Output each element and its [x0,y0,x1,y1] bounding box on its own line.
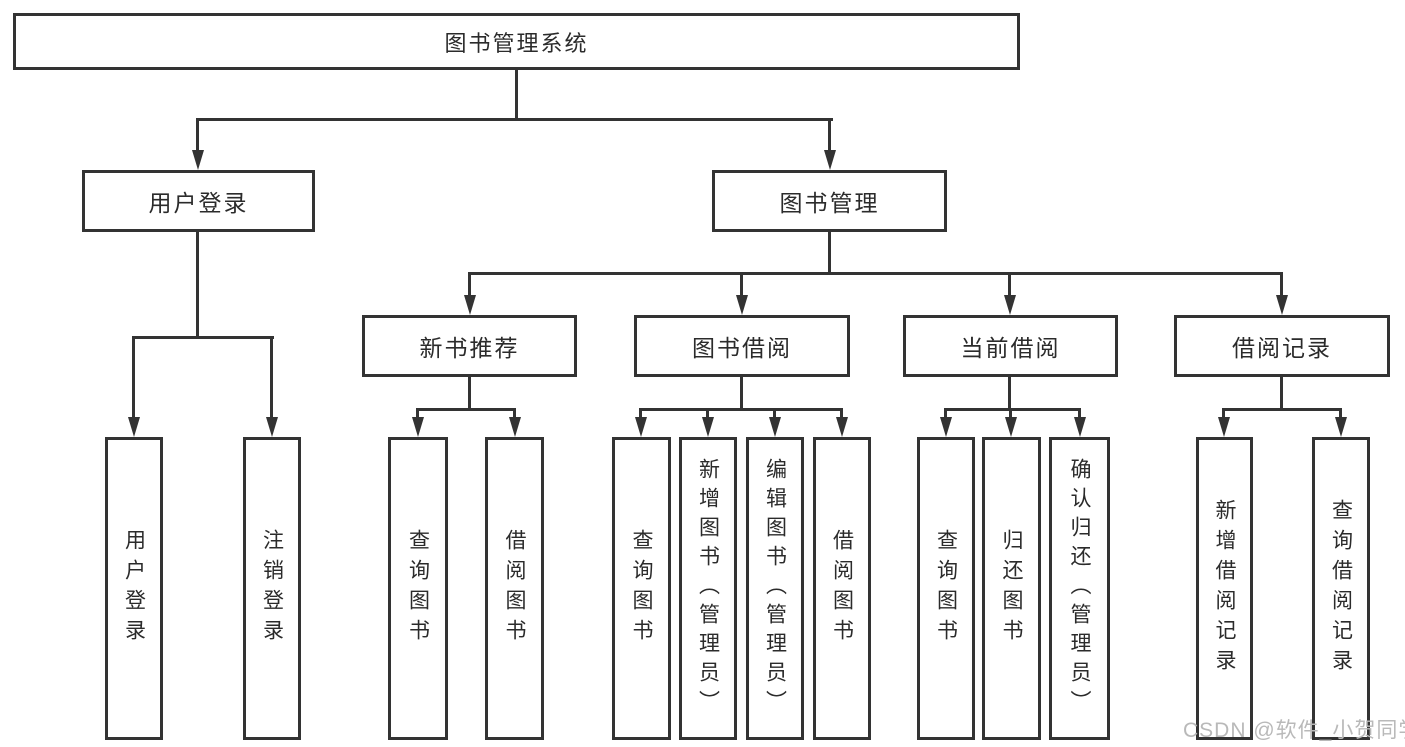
node-current-borrow: 当前借阅 [903,315,1118,377]
leaf-confirm-return-admin-label: 确认归还（管理员） [1068,458,1091,719]
node-user-login: 用户登录 [82,170,315,232]
leaf-query-books-recommend-label: 查询图书 [406,528,430,649]
node-book-management: 图书管理 [712,170,947,232]
connector-line [197,118,833,121]
arrowhead-icon [702,417,714,437]
node-book-borrow: 图书借阅 [634,315,850,377]
connector-line [706,408,709,419]
leaf-user-login-label: 用户登录 [122,528,146,649]
leaf-return-book: 归还图书 [982,437,1041,740]
arrowhead-icon [1004,295,1016,315]
leaf-borrow-books-recommend: 借阅图书 [485,437,544,740]
arrowhead-icon [1335,417,1347,437]
leaf-edit-book-admin-label: 编辑图书（管理员） [763,458,787,719]
connector-line [468,377,471,410]
leaf-edit-book-admin: 编辑图书（管理员） [746,437,804,740]
leaf-query-books-current: 查询图书 [917,437,975,740]
arrowhead-icon [464,295,476,315]
connector-line [1008,377,1011,410]
connector-line [740,272,743,297]
node-borrow-records-label: 借阅记录 [1232,335,1332,361]
connector-line [133,336,274,339]
connector-line [132,336,135,417]
node-book-borrow-label: 图书借阅 [692,335,792,361]
csdn-watermark: CSDN @软件_小贺同学 [1183,719,1405,742]
leaf-logout: 注销登录 [243,437,301,740]
connector-line [513,408,516,419]
connector-line [828,232,831,275]
arrowhead-icon [736,295,748,315]
arrowhead-icon [192,150,204,170]
leaf-query-books-borrow: 查询图书 [612,437,671,740]
connector-line [1280,377,1283,410]
connector-line [944,408,947,419]
connector-line [416,408,419,419]
connector-line [740,377,743,410]
node-new-book-recommend-label: 新书推荐 [419,335,520,361]
leaf-user-login: 用户登录 [105,437,163,740]
arrowhead-icon [836,417,848,437]
connector-line [773,408,776,419]
connector-line [840,408,843,419]
leaf-query-books-current-label: 查询图书 [934,528,958,649]
connector-line [468,272,471,297]
leaf-confirm-return-admin: 确认归还（管理员） [1049,437,1110,740]
connector-line [1008,272,1011,297]
arrowhead-icon [266,417,278,437]
arrowhead-icon [635,417,647,437]
connector-line [515,70,518,121]
connector-line [1009,408,1012,419]
arrowhead-icon [1218,417,1230,437]
leaf-add-book-admin: 新增图书（管理员） [679,437,737,740]
node-book-management-label: 图书管理 [779,190,880,216]
connector-line [945,408,1081,411]
node-root: 图书管理系统 [13,13,1020,70]
leaf-add-borrow-record: 新增借阅记录 [1196,437,1253,740]
connector-line [469,272,1283,275]
arrowhead-icon [940,417,952,437]
arrowhead-icon [824,150,836,170]
arrowhead-icon [412,417,424,437]
leaf-add-borrow-record-label: 新增借阅记录 [1213,498,1236,679]
connector-line [1339,408,1342,419]
connector-line [196,118,199,152]
leaf-query-borrow-record-label: 查询借阅记录 [1329,498,1353,679]
connector-line [417,408,516,411]
connector-line [828,118,831,152]
leaf-borrow-books-label: 借阅图书 [830,528,854,649]
node-current-borrow-label: 当前借阅 [960,335,1061,361]
leaf-query-borrow-record: 查询借阅记录 [1312,437,1370,740]
leaf-query-books-recommend: 查询图书 [388,437,448,740]
arrowhead-icon [1074,417,1086,437]
leaf-logout-label: 注销登录 [260,528,284,649]
connector-line [1223,408,1342,411]
arrowhead-icon [128,417,140,437]
arrowhead-icon [1005,417,1017,437]
arrowhead-icon [769,417,781,437]
node-new-book-recommend: 新书推荐 [362,315,577,377]
leaf-borrow-books-recommend-label: 借阅图书 [503,528,526,649]
node-user-login-label: 用户登录 [148,190,249,216]
leaf-query-books-borrow-label: 查询图书 [630,528,653,649]
connector-line [639,408,642,419]
node-borrow-records: 借阅记录 [1174,315,1390,377]
connector-line [196,232,199,336]
leaf-borrow-books: 借阅图书 [813,437,871,740]
connector-line [1222,408,1225,419]
leaf-add-book-admin-label: 新增图书（管理员） [696,458,720,719]
connector-line [640,408,843,411]
connector-line [1078,408,1081,419]
arrowhead-icon [509,417,521,437]
connector-line [270,336,273,417]
arrowhead-icon [1276,295,1288,315]
node-root-label: 图书管理系统 [444,30,589,56]
connector-line [1280,272,1283,297]
leaf-return-book-label: 归还图书 [1000,528,1023,649]
